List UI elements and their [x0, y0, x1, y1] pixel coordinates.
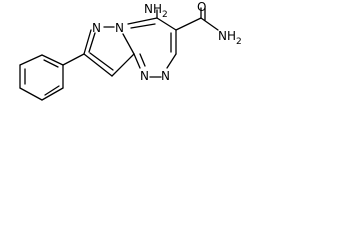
amide-group-label: NH2	[218, 29, 242, 47]
bond-inner	[88, 32, 96, 53]
bonds	[19, 7, 219, 101]
bond	[156, 17, 177, 31]
bond	[83, 29, 92, 55]
bond	[200, 17, 219, 31]
bond-inner	[139, 53, 146, 67]
bond	[175, 17, 202, 31]
amino-group-label: NH2	[144, 2, 168, 20]
bond	[83, 53, 113, 77]
atom-labels: NH2 O NH2 N N N N	[92, 0, 242, 83]
bond	[41, 54, 64, 66]
pyrazole-n1-label: N	[92, 21, 101, 35]
triazine-n2-label: N	[161, 69, 170, 83]
bond-inner	[43, 59, 59, 68]
molecule-structure: NH2 O NH2 N N N N	[19, 0, 242, 101]
bond	[111, 53, 135, 77]
bond	[41, 87, 64, 101]
bond	[122, 33, 135, 55]
bond	[166, 53, 177, 69]
bond-inner	[44, 85, 60, 96]
bond	[133, 53, 141, 69]
carbonyl-oxygen-label: O	[197, 0, 206, 14]
bond	[62, 53, 85, 66]
triazine-n1-label: N	[140, 69, 149, 83]
bond	[19, 54, 43, 66]
bond	[19, 87, 43, 101]
bridgehead-n-label: N	[115, 21, 124, 35]
bond-inner	[130, 23, 156, 29]
bond-inner	[89, 52, 114, 71]
bond	[127, 17, 158, 25]
